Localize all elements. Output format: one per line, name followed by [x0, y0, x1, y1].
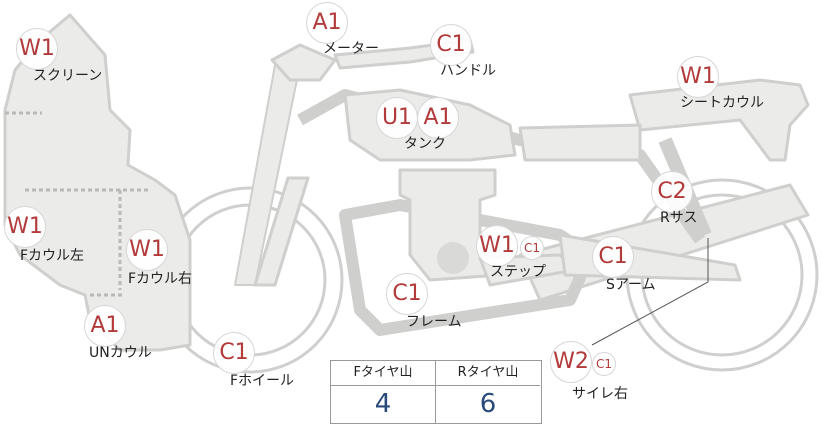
handle-label: ハンドル [440, 63, 496, 79]
screen-label: スクリーン [33, 68, 103, 84]
seat-cowl-shape [628, 78, 810, 162]
tire-tread-table: Fタイヤ山 Rタイヤ山 4 6 [330, 360, 542, 424]
un-cowl-label: UNカウル [89, 345, 152, 361]
sairei-right-code-badge: W2 [550, 341, 592, 383]
screen-code-badge: W1 [16, 28, 58, 70]
tank-label: タンク [404, 136, 446, 152]
meter-label: メーター [323, 41, 379, 57]
frame-label: フレーム [406, 314, 462, 330]
seat-cowl-label: シートカウル [680, 95, 764, 111]
seat-shape [518, 123, 642, 162]
sairei-right-code-badge-small: C1 [592, 352, 616, 376]
step-code-badge: W1 [476, 225, 518, 267]
f-cowl-left-code-badge: W1 [4, 206, 46, 248]
s-arm-label: Sアーム [606, 277, 656, 293]
r-sus-code-badge: C2 [651, 171, 693, 213]
rear-tire-tread-header: Rタイヤ山 [436, 361, 540, 386]
handle-code-badge: C1 [430, 24, 472, 66]
un-cowl-code-badge: A1 [84, 305, 126, 347]
sairei-right-label: サイレ右 [572, 386, 628, 402]
frame-code-badge: C1 [386, 273, 428, 315]
tire-table-divider [435, 361, 436, 423]
rear-tire-tread-value: 6 [479, 389, 497, 419]
engine-cover [437, 242, 469, 274]
r-sus-label: Rサス [660, 210, 698, 226]
f-wheel-label: Fホイール [230, 373, 295, 389]
front-tire-tread-header: Fタイヤ山 [331, 361, 435, 386]
s-arm-code-badge: C1 [592, 236, 634, 278]
f-wheel-code-badge: C1 [213, 332, 255, 374]
front-tire-tread-value: 4 [374, 389, 392, 419]
tank-code-badge-2: A1 [417, 97, 459, 139]
meter-code-badge: A1 [306, 2, 348, 44]
seat-cowl-code-badge: W1 [677, 56, 719, 98]
leader-line [591, 238, 709, 346]
f-cowl-right-label: Fカウル右 [128, 271, 193, 287]
meter-shape [270, 43, 337, 82]
tank-code-badge-1: U1 [376, 97, 418, 139]
fork-lower-shape [253, 176, 310, 287]
step-code-badge-small: C1 [520, 236, 544, 260]
step-label: ステップ [490, 264, 546, 280]
f-cowl-left-label: Fカウル左 [20, 248, 85, 264]
f-cowl-right-code-badge: W1 [126, 229, 168, 271]
